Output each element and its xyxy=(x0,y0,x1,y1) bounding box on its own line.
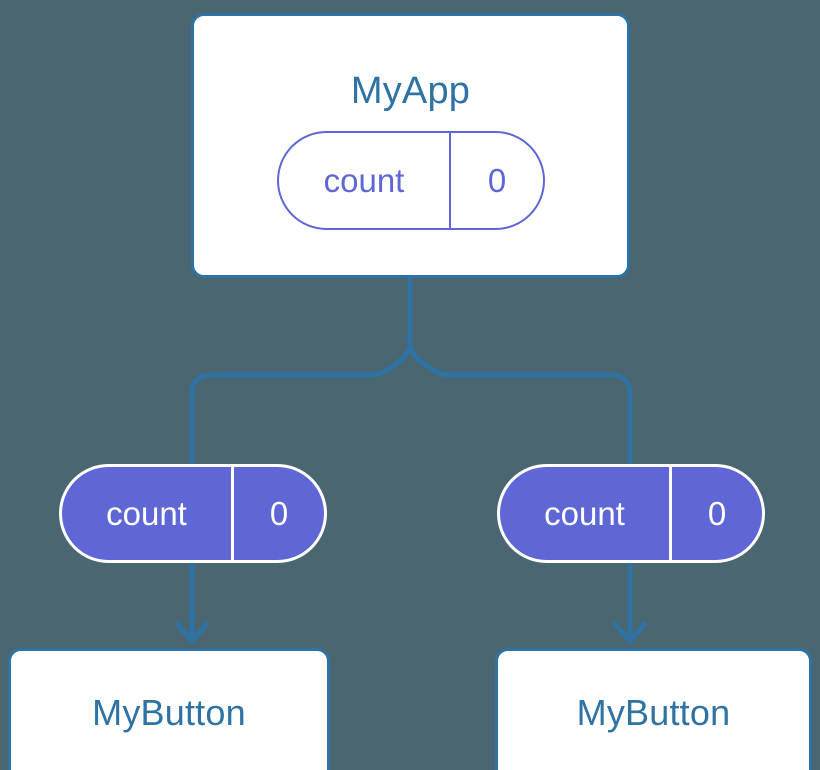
props-capsule-right[interactable]: count 0 xyxy=(497,464,765,563)
state-capsule-myapp-value: 0 xyxy=(487,161,507,199)
connector-trunk-fork xyxy=(189,275,413,467)
props-capsule-right-value: 0 xyxy=(707,494,727,532)
state-capsule-myapp[interactable]: count 0 xyxy=(277,131,545,230)
component-mybutton-left[interactable]: MyButton xyxy=(8,648,330,770)
props-capsule-left[interactable]: count 0 xyxy=(59,464,327,563)
component-mybutton-left-label: MyButton xyxy=(92,692,246,733)
arrow-head-right-icon xyxy=(612,621,648,644)
props-capsule-right-key: count xyxy=(500,467,672,560)
connector-branch-right xyxy=(407,339,633,467)
component-myapp-label: MyApp xyxy=(350,70,471,112)
props-capsule-left-value: 0 xyxy=(269,494,289,532)
arrow-head-left-icon xyxy=(174,621,210,644)
state-capsule-myapp-key: count xyxy=(279,133,451,228)
props-capsule-left-key: count xyxy=(62,467,234,560)
component-myapp[interactable]: MyApp xyxy=(191,13,630,278)
component-mybutton-right[interactable]: MyButton xyxy=(495,648,812,770)
component-mybutton-right-label: MyButton xyxy=(576,692,731,733)
